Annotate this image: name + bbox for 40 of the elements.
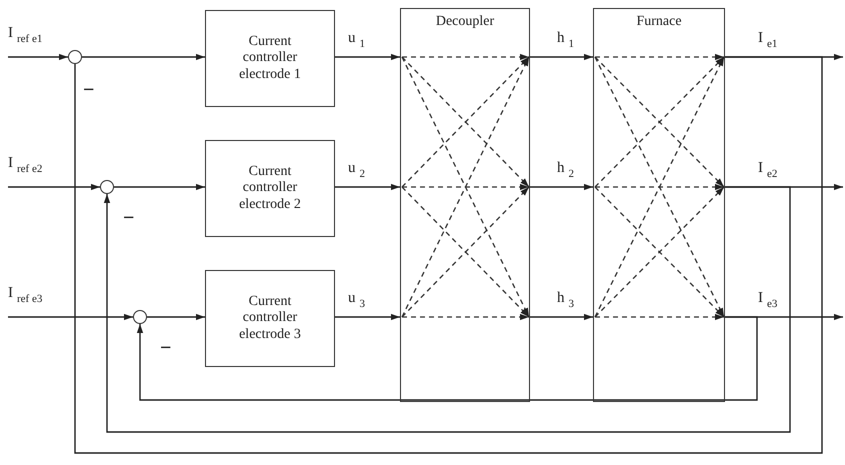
connector-arrow — [8, 54, 68, 60]
block-label: Current controller electrode 3 — [238, 293, 302, 344]
signal-label: u$_{3}$ — [348, 291, 365, 310]
connector-arrow — [114, 184, 205, 190]
minus-sign: − — [123, 208, 134, 228]
connector-arrow — [104, 186, 791, 433]
summing-junction — [100, 180, 114, 194]
connector-arrow — [136, 316, 758, 401]
summing-junction — [68, 50, 82, 64]
signal-label: I$_{e2}$ — [758, 161, 778, 180]
summing-junction — [133, 310, 147, 324]
signal-label: I$_{e3}$ — [758, 291, 778, 310]
controller-box — [205, 270, 335, 367]
signal-label: I$_{ref e2}$ — [8, 156, 42, 175]
block-box — [400, 8, 530, 402]
connector-arrow — [530, 314, 593, 320]
connector-arrow — [335, 54, 400, 60]
minus-sign: − — [160, 338, 172, 358]
controller-box — [205, 140, 335, 237]
signal-label: I$_{ref e1}$ — [8, 26, 42, 45]
connector-arrow — [147, 314, 205, 320]
signal-label: h$_{2}$ — [557, 161, 574, 180]
signal-label: I$_{ref e3}$ — [8, 286, 42, 305]
connector-arrow — [8, 314, 133, 320]
minus-sign: − — [83, 80, 94, 100]
connector-arrow — [335, 184, 400, 190]
signal-label: h$_{1}$ — [557, 31, 574, 50]
controller-box — [205, 10, 335, 107]
connector-arrow — [530, 54, 593, 60]
block-box — [593, 8, 725, 402]
connector-arrow — [82, 54, 205, 60]
signal-label: I$_{e1}$ — [758, 31, 778, 50]
signal-label: u$_{1}$ — [348, 31, 365, 50]
signal-label: h$_{3}$ — [557, 291, 574, 310]
connector-arrow — [530, 184, 593, 190]
connector-arrow — [8, 184, 100, 190]
connector-arrow — [335, 314, 400, 320]
block-label: Current controller electrode 1 — [238, 33, 302, 84]
signal-label: u$_{2}$ — [348, 161, 365, 180]
block-label: Current controller electrode 2 — [238, 163, 302, 214]
